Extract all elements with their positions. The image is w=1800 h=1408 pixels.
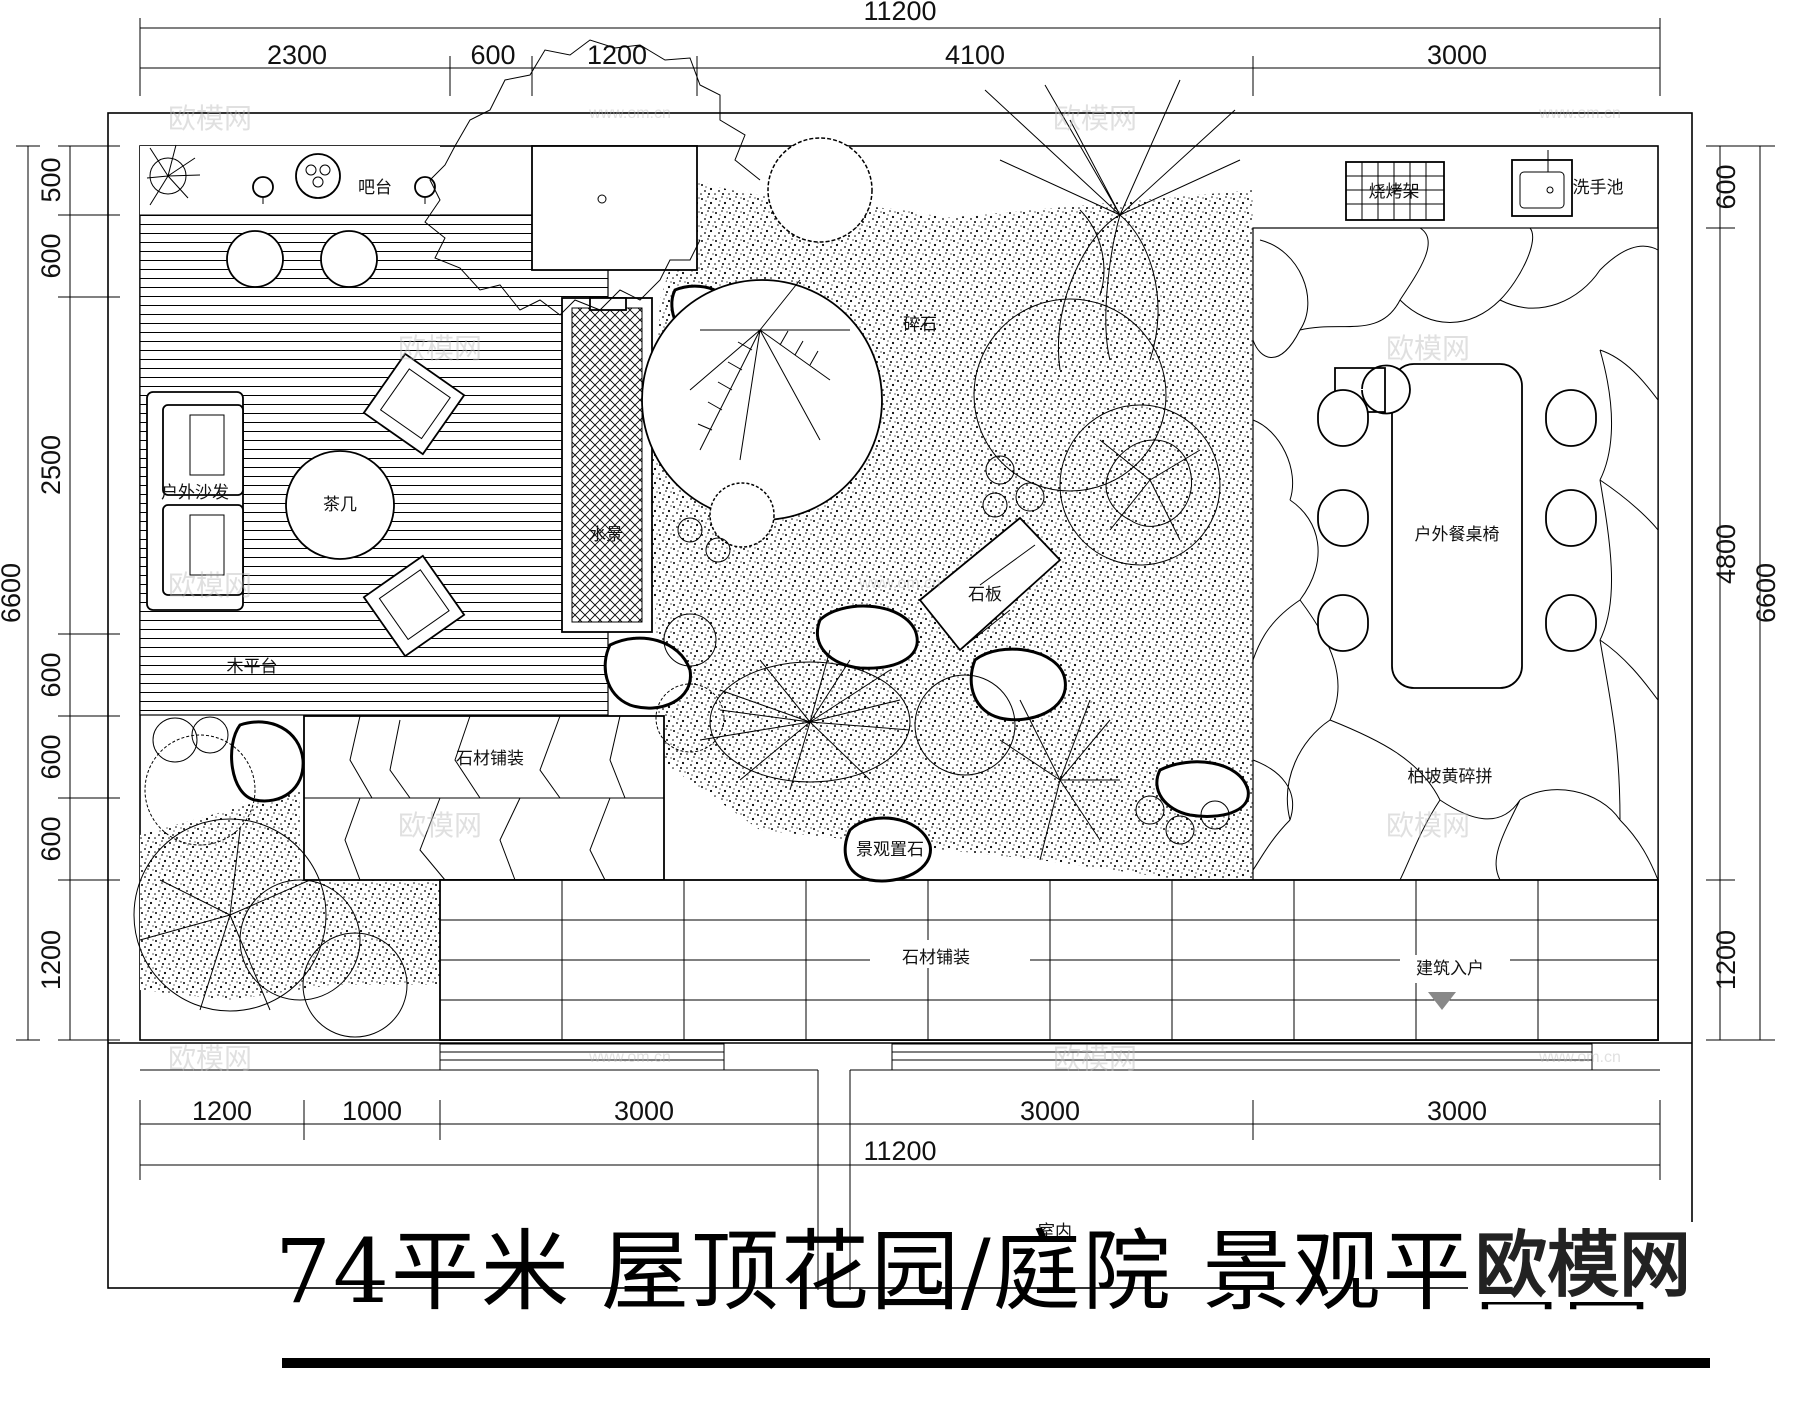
bbq-rack (1345, 161, 1445, 221)
dim-top-4: 4100 (945, 40, 1005, 70)
fan-palm (655, 649, 911, 791)
feature-tree-canopy (973, 79, 1241, 566)
svg-text:欧模网: 欧模网 (1386, 332, 1470, 365)
label-outdoor-sofa: 户外沙发 (161, 483, 229, 503)
dim-right-total: 6600 (1751, 563, 1781, 623)
svg-text:欧模网: 欧模网 (168, 569, 252, 602)
svg-text:www.om.cn: www.om.cn (588, 1049, 671, 1066)
label-water-feature: 水景 (589, 525, 623, 545)
dim-left-2: 600 (36, 233, 66, 278)
outdoor-sofa (146, 391, 244, 611)
svg-text:欧模网: 欧模网 (168, 102, 252, 135)
bottom-dimension-lines (139, 1070, 1661, 1290)
dim-bottom-4: 3000 (1020, 1096, 1080, 1126)
corner-trees (133, 716, 408, 1038)
top-dimension-lines (139, 18, 1661, 96)
label-outdoor-dining: 户外餐桌椅 (1415, 525, 1500, 545)
left-dimension-lines (16, 145, 120, 1041)
dim-bottom-3: 3000 (614, 1096, 674, 1126)
entry-arrow-icon (1428, 992, 1456, 1010)
dim-left-4: 600 (36, 652, 66, 697)
dim-bottom-1: 1200 (192, 1096, 252, 1126)
label-stone-paving-upper: 石材铺装 (456, 749, 524, 769)
dim-top-total: 11200 (863, 0, 936, 26)
potted-plant-icon (146, 144, 201, 206)
svg-text:www.om.cn: www.om.cn (858, 575, 941, 592)
drawing-title: 74平米 屋顶花园/庭院 景观平面图 (275, 1220, 1653, 1323)
dim-top-1: 2300 (267, 40, 327, 70)
stone-paving-upper (303, 715, 665, 881)
wash-basin (1511, 150, 1573, 217)
dim-left-6: 600 (36, 816, 66, 861)
outdoor-dining-set (1317, 363, 1597, 689)
label-tea-table: 茶几 (323, 495, 357, 515)
palm-tree-planter (641, 279, 883, 548)
entry-steps (439, 1043, 1593, 1071)
right-dimension-lines (1706, 145, 1775, 1041)
svg-text:欧模网: 欧模网 (1053, 102, 1137, 135)
dim-bottom-2: 1000 (342, 1096, 402, 1126)
dim-bottom-5: 3000 (1427, 1096, 1487, 1126)
flowering-shrubs (677, 455, 1230, 845)
svg-text:www.om.cn: www.om.cn (1538, 1049, 1621, 1066)
dim-left-7: 1200 (36, 930, 66, 990)
svg-text:欧模网: 欧模网 (168, 1042, 252, 1075)
lounge-chair-lower (362, 554, 466, 658)
svg-text:www.om.cn: www.om.cn (588, 105, 671, 122)
dim-right-1: 600 (1711, 164, 1741, 209)
dim-right-2: 4800 (1711, 524, 1741, 584)
label-indoor: 室内 (1038, 1222, 1072, 1242)
dim-top-5: 3000 (1427, 40, 1487, 70)
label-bbq-rack: 烧烤架 (1369, 182, 1420, 202)
dim-top-3: 1200 (587, 40, 647, 70)
dim-bottom-total: 11200 (863, 1136, 936, 1166)
dim-left-5: 600 (36, 734, 66, 779)
lounge-chair-upper (362, 352, 466, 456)
label-landscape-rock: 景观置石 (856, 840, 924, 860)
dim-top-2: 600 (470, 40, 515, 70)
label-gravel: 碎石 (903, 315, 937, 335)
bar-counter (146, 144, 436, 288)
water-feature (561, 297, 653, 633)
svg-text:欧模网: 欧模网 (1386, 809, 1470, 842)
tea-table (285, 450, 395, 560)
svg-text:欧模网: 欧模网 (398, 809, 482, 842)
watermarks: 欧模网 www.om.cn 欧模网 www.om.cn 欧模网 欧模网 欧模网 … (168, 102, 1621, 1075)
dim-left-total: 6600 (0, 563, 26, 623)
slate-path (918, 516, 1062, 652)
dim-left-1: 500 (36, 157, 66, 202)
svg-text:欧模网: 欧模网 (398, 332, 482, 365)
title-underline (282, 1358, 1710, 1368)
label-slate-path: 石板 (968, 585, 1002, 605)
label-bar-counter: 吧台 (358, 178, 392, 198)
svg-text:欧模网: 欧模网 (1053, 1042, 1137, 1075)
pergola (424, 39, 761, 316)
grass-tufts (663, 613, 1120, 861)
label-building-entry: 建筑入户 (1416, 959, 1484, 979)
label-stone-paving-lower: 石材铺装 (902, 948, 970, 968)
brand-logo: 欧模网 (1475, 1223, 1691, 1307)
label-flagstone: 柏坡黄碎拼 (1408, 767, 1493, 787)
dim-left-3: 2500 (36, 435, 66, 495)
label-wood-deck: 木平台 (227, 657, 278, 677)
shrub-round (767, 137, 873, 243)
dim-right-3: 1200 (1711, 930, 1741, 990)
svg-text:www.om.cn: www.om.cn (1538, 105, 1621, 122)
label-wash-basin: 洗手池 (1573, 178, 1624, 198)
